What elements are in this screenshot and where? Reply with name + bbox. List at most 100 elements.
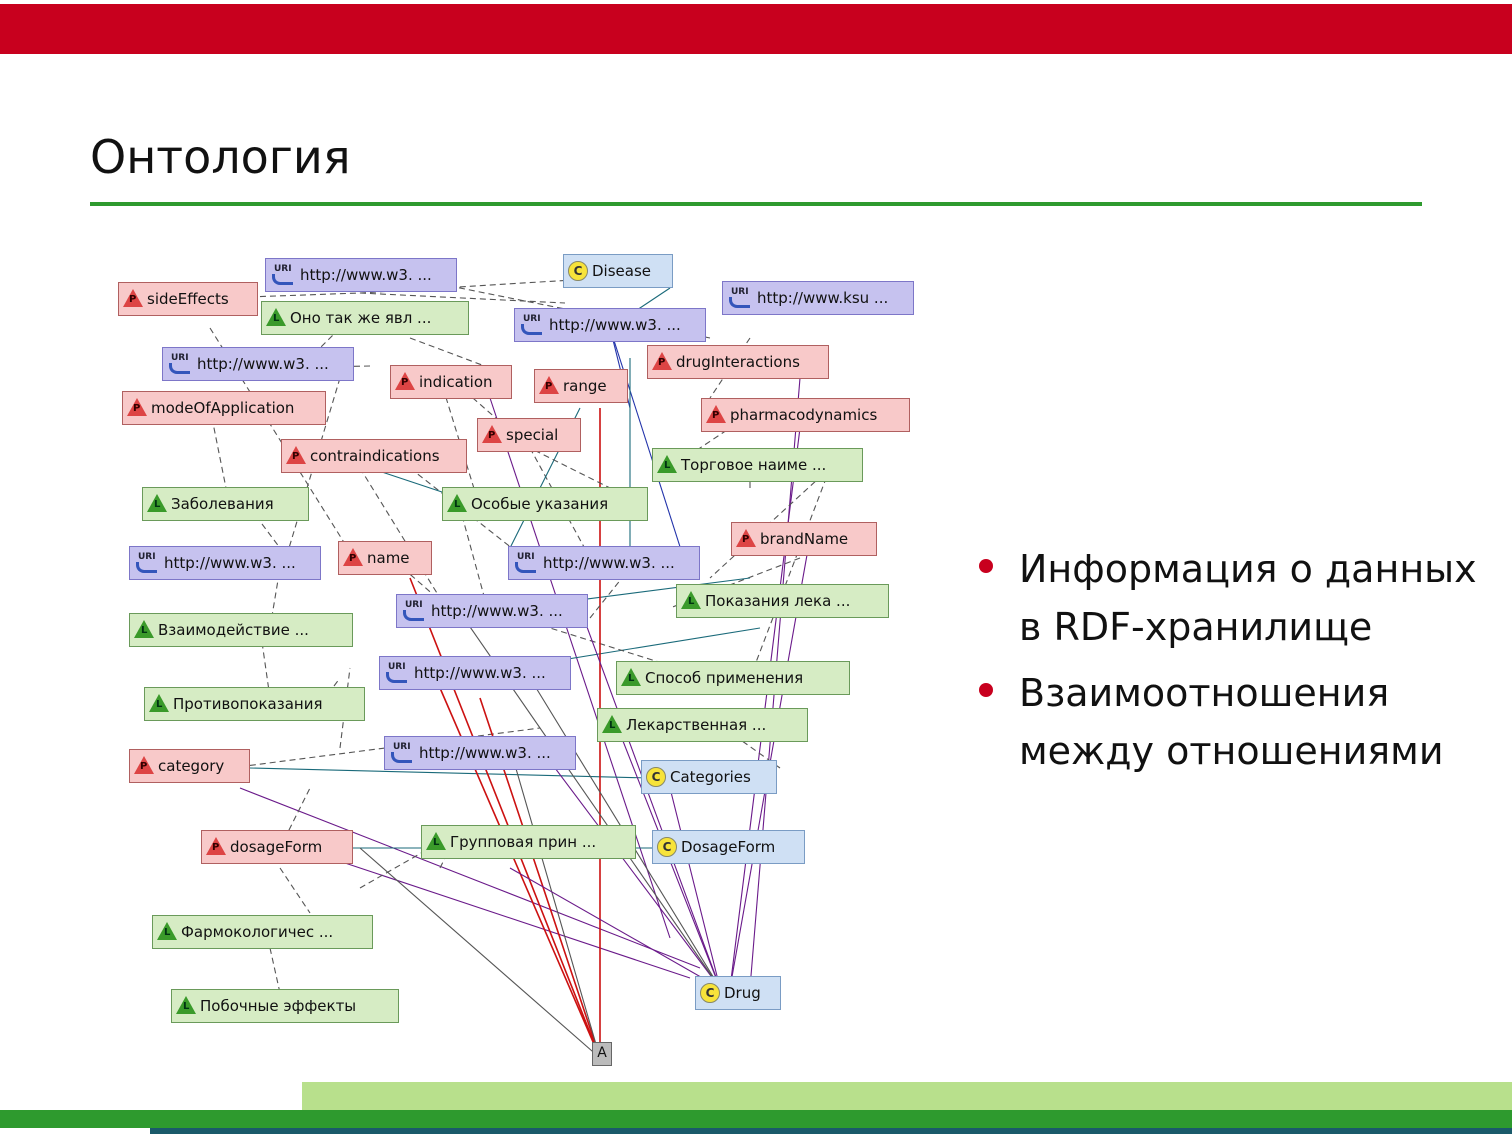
literal-icon bbox=[147, 494, 167, 514]
bullet-icon bbox=[979, 559, 993, 573]
node-literal-group[interactable]: Групповая прин ... bbox=[421, 825, 636, 859]
graph-edge bbox=[249, 507, 281, 549]
graph-edge bbox=[249, 767, 651, 779]
graph-edge bbox=[539, 747, 721, 989]
node-uri-ksu[interactable]: http://www.ksu ... bbox=[722, 281, 914, 315]
node-property-special[interactable]: special bbox=[477, 418, 581, 452]
footer-band-green bbox=[0, 1110, 1512, 1128]
node-uri-w3-left[interactable]: http://www.w3. ... bbox=[162, 347, 354, 381]
uri-icon bbox=[270, 265, 296, 285]
slide-title: Онтология bbox=[90, 130, 351, 184]
graph-edge bbox=[409, 337, 491, 369]
node-literal-pharmacol[interactable]: Фармокологичес ... bbox=[152, 915, 373, 949]
node-anonymous[interactable]: A bbox=[592, 1042, 612, 1066]
node-label: http://www.w3. ... bbox=[164, 554, 296, 572]
node-property-side-effects[interactable]: sideEffects bbox=[118, 282, 258, 316]
literal-icon bbox=[602, 715, 622, 735]
property-icon bbox=[652, 352, 672, 372]
property-icon bbox=[127, 398, 147, 418]
bullet-text: Информация о данных в RDF-хранилище bbox=[1019, 547, 1477, 649]
footer-band-light bbox=[302, 1082, 1512, 1112]
node-uri-w3-c2[interactable]: http://www.w3. ... bbox=[508, 546, 700, 580]
uri-icon bbox=[727, 288, 753, 308]
graph-edge bbox=[329, 857, 691, 979]
node-class-drug[interactable]: Drug bbox=[695, 976, 781, 1010]
node-literal-side-effects[interactable]: Побочные эффекты bbox=[171, 989, 399, 1023]
uri-icon bbox=[389, 743, 415, 763]
node-property-indication[interactable]: indication bbox=[390, 365, 512, 399]
node-property-pharmacodynamics[interactable]: pharmacodynamics bbox=[701, 398, 910, 432]
graph-edge bbox=[359, 847, 601, 1059]
node-label: sideEffects bbox=[147, 290, 229, 308]
property-icon bbox=[482, 425, 502, 445]
node-label: category bbox=[158, 757, 225, 775]
node-literal-contra[interactable]: Противопоказания bbox=[144, 687, 365, 721]
property-icon bbox=[123, 289, 143, 309]
class-icon bbox=[646, 767, 666, 787]
node-label: pharmacodynamics bbox=[730, 406, 878, 424]
node-property-mode-of-application[interactable]: modeOfApplication bbox=[122, 391, 326, 425]
node-literal-diseases[interactable]: Заболевания bbox=[142, 487, 309, 521]
node-literal-dosage[interactable]: Лекарственная ... bbox=[597, 708, 808, 742]
node-label: Торговое наиме ... bbox=[681, 456, 827, 474]
bullet-text: Взаимоотношения между отношениями bbox=[1019, 671, 1444, 773]
node-label: DosageForm bbox=[681, 838, 776, 856]
graph-edge bbox=[749, 467, 831, 679]
node-uri-w3-l2[interactable]: http://www.w3. ... bbox=[129, 546, 321, 580]
graph-edge bbox=[509, 867, 721, 989]
graph-edge bbox=[549, 627, 711, 679]
bullet-item: Взаимоотношения между отношениями bbox=[975, 664, 1495, 780]
node-property-name[interactable]: name bbox=[338, 541, 432, 575]
node-label: Categories bbox=[670, 768, 751, 786]
node-property-category[interactable]: category bbox=[129, 749, 250, 783]
node-uri-w3-mid[interactable]: http://www.w3. ... bbox=[514, 308, 706, 342]
node-literal-method[interactable]: Способ применения bbox=[616, 661, 850, 695]
node-label: range bbox=[563, 377, 607, 395]
node-property-dosage-form[interactable]: dosageForm bbox=[201, 830, 353, 864]
node-uri-w3-c3[interactable]: http://www.w3. ... bbox=[396, 594, 588, 628]
title-underline bbox=[90, 202, 1422, 206]
node-label: http://www.w3. ... bbox=[414, 664, 546, 682]
graph-edge bbox=[669, 557, 801, 609]
graph-edge bbox=[279, 377, 341, 579]
node-literal-indications[interactable]: Показания лека ... bbox=[676, 584, 889, 618]
node-property-drug-interactions[interactable]: drugInteractions bbox=[647, 345, 829, 379]
uri-icon bbox=[384, 663, 410, 683]
literal-icon bbox=[447, 494, 467, 514]
node-property-brand-name[interactable]: brandName bbox=[731, 522, 877, 556]
property-icon bbox=[343, 548, 363, 568]
bullet-icon bbox=[979, 683, 993, 697]
graph-edge bbox=[239, 787, 701, 969]
node-literal-ono[interactable]: Оно так же явл ... bbox=[261, 301, 469, 335]
footer-band-dark bbox=[150, 1128, 1512, 1134]
graph-edge bbox=[279, 867, 311, 914]
property-icon bbox=[134, 756, 154, 776]
node-class-dosage-form[interactable]: DosageForm bbox=[652, 830, 805, 864]
node-label: Противопоказания bbox=[173, 695, 323, 713]
node-label: Показания лека ... bbox=[705, 592, 851, 610]
node-label: http://www.ksu ... bbox=[757, 289, 889, 307]
node-class-disease[interactable]: Disease bbox=[563, 254, 673, 288]
graph-edge bbox=[509, 747, 601, 1059]
graph-edge bbox=[459, 507, 491, 619]
literal-icon bbox=[149, 694, 169, 714]
node-label: http://www.w3. ... bbox=[300, 266, 432, 284]
node-uri-w3-c5[interactable]: http://www.w3. ... bbox=[384, 736, 576, 770]
node-literal-interaction[interactable]: Взаимодействие ... bbox=[129, 613, 353, 647]
uri-icon bbox=[167, 354, 193, 374]
node-class-categories[interactable]: Categories bbox=[641, 760, 777, 794]
node-uri-w3-c4[interactable]: http://www.w3. ... bbox=[379, 656, 571, 690]
property-icon bbox=[395, 372, 415, 392]
graph-edge bbox=[359, 847, 431, 889]
node-property-contraindications[interactable]: contraindications bbox=[281, 439, 467, 473]
node-literal-special[interactable]: Особые указания bbox=[442, 487, 648, 521]
node-label: http://www.w3. ... bbox=[431, 602, 563, 620]
literal-icon bbox=[157, 922, 177, 942]
property-icon bbox=[206, 837, 226, 857]
node-literal-trade[interactable]: Торговое наиме ... bbox=[652, 448, 863, 482]
literal-icon bbox=[426, 832, 446, 852]
node-uri-w3-top[interactable]: http://www.w3. ... bbox=[265, 258, 457, 292]
node-property-range[interactable]: range bbox=[534, 369, 628, 403]
ontology-graph: http://www.w3. ... sideEffects Disease О… bbox=[110, 248, 930, 1078]
bullet-list: Информация о данных в RDF-хранилище Взаи… bbox=[975, 540, 1495, 788]
